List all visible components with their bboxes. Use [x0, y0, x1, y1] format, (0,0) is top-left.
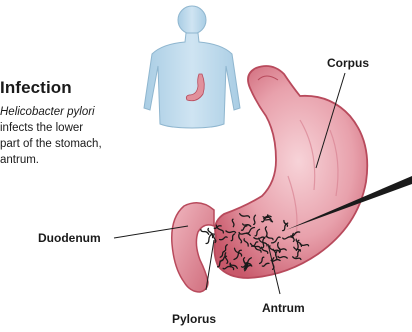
- infobox-line-2: infects the lower: [0, 120, 150, 136]
- pylorus-label: Pylorus: [172, 312, 216, 326]
- infobox-line-1: Helicobacter pylori: [0, 104, 150, 120]
- infobox-line-4: antrum.: [0, 152, 150, 168]
- infobox-line-3: part of the stomach,: [0, 136, 150, 152]
- infobox-description: Helicobacter pylori infects the lower pa…: [0, 104, 150, 168]
- human-body-figure: [144, 6, 240, 128]
- pylorus-leader-line: [206, 240, 214, 290]
- corpus-label: Corpus: [327, 56, 369, 70]
- antrum-label: Antrum: [262, 301, 305, 315]
- duodenum-label: Duodenum: [38, 231, 101, 245]
- infobox-title: Infection: [0, 78, 72, 98]
